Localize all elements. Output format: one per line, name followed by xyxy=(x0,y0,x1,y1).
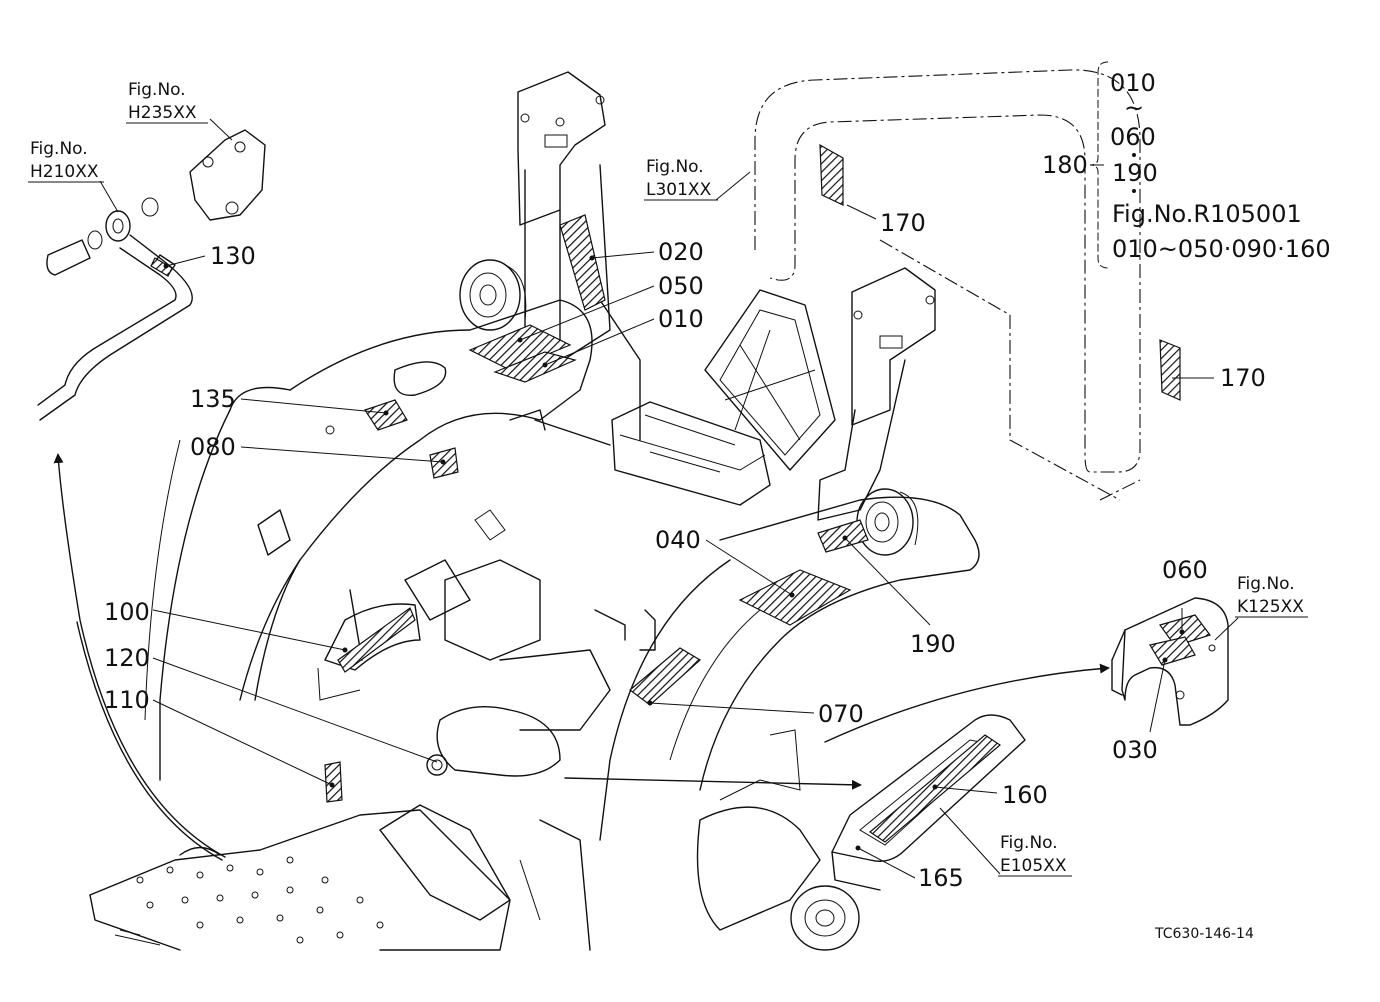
callout-165: 165 xyxy=(918,864,964,892)
leader-points xyxy=(163,255,1185,851)
decal-010 xyxy=(493,351,577,383)
fig-ref-h235-label: Fig.No. xyxy=(128,80,186,100)
kit-legend-line3: 060 xyxy=(1110,123,1156,151)
kit-legend: 010 ~ 060 190 Fig.No.R105001 010~050·090… xyxy=(1110,69,1331,263)
rops-right-post xyxy=(817,267,936,521)
hub-weight-right xyxy=(856,488,919,556)
callout-170-upper: 170 xyxy=(880,209,926,237)
center-linkage xyxy=(426,409,656,777)
leader-lines xyxy=(99,118,1239,879)
hub-weight-left xyxy=(459,259,527,331)
callout-160: 160 xyxy=(1002,781,1048,809)
fig-ref-h210-label: Fig.No. xyxy=(30,139,88,159)
drawing-code: TC630-146-14 xyxy=(1154,926,1254,942)
fig-ref-k125-label: Fig.No. xyxy=(1237,574,1295,594)
callout-120: 120 xyxy=(104,644,150,672)
fender-cover xyxy=(1111,597,1229,726)
fig-ref-e105-number: E105XX xyxy=(1000,856,1067,876)
callout-135: 135 xyxy=(190,385,236,413)
callout-110: 110 xyxy=(104,686,150,714)
callout-020: 020 xyxy=(658,238,704,266)
kit-legend-line2: ~ xyxy=(1124,94,1144,122)
decal-030 xyxy=(1149,636,1196,666)
callout-070: 070 xyxy=(818,700,864,728)
line-art xyxy=(37,61,1239,951)
callout-170-lower: 170 xyxy=(1220,364,1266,392)
fig-ref-h210-number: H210XX xyxy=(30,162,99,182)
callout-060: 060 xyxy=(1162,556,1208,584)
fig-ref-h235-number: H235XX xyxy=(128,103,197,123)
decal-170a xyxy=(819,143,844,206)
decal-170b xyxy=(1159,339,1181,401)
callout-180: 180 xyxy=(1042,151,1088,179)
decal-050 xyxy=(468,324,572,371)
decal-040 xyxy=(738,569,852,626)
fig-ref-l301-label: Fig.No. xyxy=(646,157,704,177)
callout-040: 040 xyxy=(655,526,701,554)
figure-references: Fig.No. H235XX Fig.No. H210XX Fig.No. L3… xyxy=(28,80,1308,877)
kit-legend-line4: 190 xyxy=(1112,159,1158,187)
rops-frame-outline xyxy=(754,69,1141,501)
callout-030: 030 xyxy=(1112,736,1158,764)
fig-ref-k125-number: K125XX xyxy=(1237,597,1304,617)
fig-ref-e105-label: Fig.No. xyxy=(1000,833,1058,853)
decal-070 xyxy=(629,647,702,706)
callout-080: 080 xyxy=(190,433,236,461)
guide-arrows xyxy=(53,453,1110,861)
floor-holes xyxy=(136,856,384,944)
seat-base xyxy=(611,401,771,506)
callout-100: 100 xyxy=(104,598,150,626)
decal-100 xyxy=(337,607,416,673)
left-fender xyxy=(144,299,593,781)
callout-010: 010 xyxy=(658,305,704,333)
seat-back xyxy=(704,289,836,471)
decal-020 xyxy=(559,214,606,311)
rear-wheel-hub xyxy=(696,729,860,951)
kit-legend-line5: Fig.No.R105001 xyxy=(1112,200,1302,228)
callout-labels: 020 050 010 135 080 130 170 170 180 040 … xyxy=(104,151,1266,892)
right-fender xyxy=(599,496,980,841)
fig-ref-l301-number: L301XX xyxy=(646,180,712,200)
callout-130: 130 xyxy=(210,242,256,270)
callout-190: 190 xyxy=(910,630,956,658)
hose-assembly xyxy=(37,129,266,421)
decal-190 xyxy=(817,519,869,553)
lower-housing xyxy=(379,804,591,951)
kit-legend-line1: 010 xyxy=(1110,69,1156,97)
callout-050: 050 xyxy=(658,272,704,300)
kit-legend-line6: 010~050·090·160 xyxy=(1112,235,1331,263)
decal-110 xyxy=(324,761,343,803)
floor-platform xyxy=(89,809,511,951)
decal-060 xyxy=(1159,614,1211,647)
